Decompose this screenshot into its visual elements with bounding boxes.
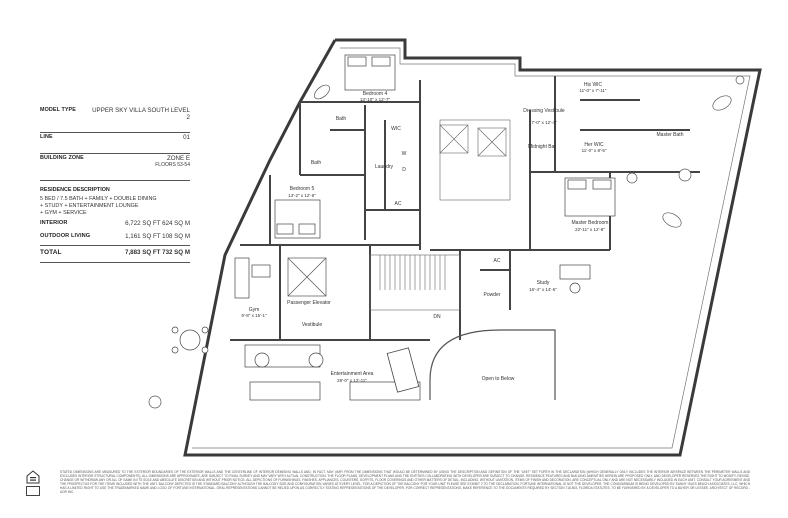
model-type-label: MODEL TYPE	[40, 107, 76, 113]
divider	[40, 262, 190, 263]
room-laundry: Laundry	[375, 164, 394, 170]
bed-bedroom4	[344, 54, 396, 91]
room-powder: Powder	[484, 292, 501, 298]
building-zone-label: BUILDING ZONE	[40, 155, 84, 161]
room-midnight-bar: Midnight Bar	[528, 144, 556, 150]
room-study: Study	[537, 280, 550, 286]
room-her-wic-dim: 11'-0" x 8'-5"	[582, 148, 607, 153]
room-master-bedroom-dim: 22'-11" x 12'-8"	[575, 227, 605, 232]
residence-description-label: RESIDENCE DESCRIPTION	[40, 187, 110, 193]
room-passenger-elevator: Passenger Elevator	[287, 300, 331, 306]
line-label: LINE	[40, 134, 53, 140]
room-dryer: D	[402, 167, 406, 173]
room-bedroom4-dim: 13'-10" x 12'-7"	[360, 97, 391, 102]
line-value: 01	[183, 134, 190, 141]
room-ac-b: AC	[494, 258, 501, 264]
room-ac-a: AC	[395, 201, 402, 207]
divider	[40, 132, 190, 133]
description-line: + STUDY + ENTERTAINMENT LOUNGE	[40, 203, 139, 209]
room-bedroom5: Bedroom 5	[290, 186, 315, 192]
balcony-furniture	[148, 75, 745, 409]
room-master-bedroom: Master Bedroom	[572, 220, 609, 226]
room-his-wic: His WIC	[584, 82, 603, 88]
room-master-bath: Master Bath	[657, 132, 684, 138]
developer-logo-icon	[26, 486, 40, 496]
divider	[40, 245, 190, 246]
room-open-to-below: Open to Below	[482, 376, 515, 382]
room-gym-dim: 9'-8" x 15'-1"	[241, 313, 267, 318]
room-gym: Gym	[249, 307, 260, 313]
model-type-value: UPPER SKY VILLA SOUTH LEVEL 2	[92, 107, 190, 121]
room-bath-b: Bath	[311, 160, 322, 166]
room-entertainment-dim: 28'-0" x 12'-11"	[337, 378, 367, 383]
floor-plan: Bedroom 4 13'-10" x 12'-7" Bath Bath WIC…	[148, 38, 762, 457]
building-zone-row: BUILDING ZONE ZONE E FLOORS 53-54	[40, 155, 190, 178]
model-type-row: MODEL TYPE UPPER SKY VILLA SOUTH LEVEL 2	[40, 107, 190, 130]
dining-table-round	[171, 326, 209, 354]
room-dressing-vestibule-dim: 7'-0" x 12'-4"	[531, 120, 557, 125]
outdoor-label: OUTDOOR LIVING	[40, 233, 91, 239]
total-value: 7,883 SQ FT 732 SQ M	[125, 249, 190, 256]
room-bedroom5-dim: 13'-2" x 12'-6"	[288, 193, 316, 198]
residence-description: 5 BED / 7.5 BATH + FAMILY + DOUBLE DININ…	[40, 196, 190, 217]
room-dressing-vestibule: Dressing Vestibule	[523, 108, 565, 114]
description-line: + GYM + SERVICE	[40, 210, 87, 216]
unit-info-panel: MODEL TYPE UPPER SKY VILLA SOUTH LEVEL 2…	[40, 107, 190, 265]
bed-master	[564, 177, 616, 217]
legal-disclaimer: STATED DIMENSIONS ARE MEASURED TO THE EX…	[60, 470, 750, 495]
description-line: 5 BED / 7.5 BATH + FAMILY + DOUBLE DININ…	[40, 196, 157, 202]
stair-core	[369, 119, 511, 311]
room-washer: W	[402, 151, 407, 157]
outdoor-value: 1,161 SQ FT 108 SQ M	[125, 233, 190, 240]
equal-housing-icon	[26, 470, 40, 484]
interior-row: INTERIOR 6,722 SQ FT 624 SQ M	[40, 219, 190, 230]
divider	[40, 153, 190, 154]
floors-value: FLOORS 53-54	[155, 161, 190, 168]
room-study-dim: 16'-4" x 14'-6"	[529, 287, 557, 292]
outdoor-row: OUTDOOR LIVING 1,161 SQ FT 108 SQ M	[40, 232, 190, 243]
study-furniture	[559, 264, 591, 294]
building-zone-value: ZONE E	[166, 155, 190, 162]
interior-label: INTERIOR	[40, 220, 68, 226]
stair-dn-label: DN	[433, 314, 441, 320]
building-zone-value-wrap: ZONE E FLOORS 53-54	[155, 155, 190, 168]
room-entertainment-area: Entertainment Area	[331, 371, 374, 377]
line-row: LINE 01	[40, 134, 190, 151]
interior-value: 6,722 SQ FT 624 SQ M	[125, 220, 190, 227]
divider	[40, 180, 190, 181]
total-label: TOTAL	[40, 249, 62, 256]
room-her-wic: Her WIC	[584, 142, 604, 148]
billiard-table	[386, 347, 420, 393]
bed-bedroom5	[274, 199, 321, 239]
passenger-elevator-shaft	[287, 257, 327, 297]
gym-equipment	[234, 257, 271, 299]
total-row: TOTAL 7,883 SQ FT 732 SQ M	[40, 248, 190, 260]
room-bedroom4: Bedroom 4	[363, 91, 388, 97]
exterior-wall	[183, 38, 762, 457]
room-wic: WIC	[391, 126, 401, 132]
room-bath-a: Bath	[336, 116, 347, 122]
room-vestibule: Vestibule	[302, 322, 323, 328]
room-his-wic-dim: 11'-0" x 7'-11"	[579, 88, 606, 93]
open-to-below	[429, 329, 556, 400]
